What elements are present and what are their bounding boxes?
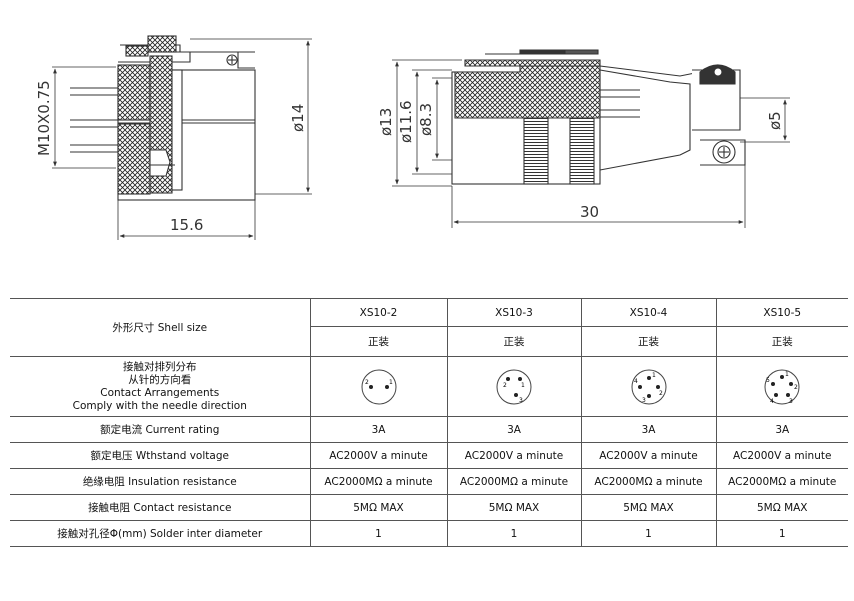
model-cell: XS10-2 <box>309 298 448 327</box>
value-cell: 3A <box>309 416 448 443</box>
value-cell: AC2000V a minute <box>309 442 448 469</box>
value-cell: 1 <box>446 520 582 547</box>
dim-dia5-text: ø5 <box>766 111 784 130</box>
value-cell: AC2000V a minute <box>580 442 717 469</box>
right-connector-view <box>392 49 790 228</box>
value-cell: AC2000V a minute <box>715 442 848 469</box>
pin-number: 1 <box>389 379 393 386</box>
pin-layout-cell: 1 2 3 <box>446 356 582 417</box>
connector-drawing: M10X0.75 15.6 ø14 <box>35 35 790 240</box>
value-cell: 5MΩ MAX <box>580 494 717 521</box>
pin-layout-5-diagram: 1 2 3 4 5 <box>764 369 800 405</box>
mount-cell: 正装 <box>715 326 848 357</box>
dim-dia13-text: ø13 <box>377 108 395 136</box>
pin-layout-cell: 1 2 <box>309 356 448 417</box>
mount-cell: 正装 <box>580 326 717 357</box>
pin-number: 1 <box>521 382 525 389</box>
table-row: 接触对孔径Φ(mm) Solder inter diameter 1 1 1 1 <box>10 520 848 547</box>
dim-thread-text: M10X0.75 <box>35 80 53 156</box>
table-row: 接触对排列分布 从针的方向看 Contact Arrangements Comp… <box>10 356 848 417</box>
value-cell: AC2000MΩ a minute <box>446 468 582 495</box>
shell-size-label: 外形尺寸 Shell size <box>10 298 311 357</box>
model-cell: XS10-3 <box>446 298 582 327</box>
pin-number: 2 <box>503 382 507 389</box>
table-row: 绝缘电阻 Insulation resistance AC2000MΩ a mi… <box>10 468 848 495</box>
pin-number: 2 <box>365 379 369 386</box>
dim-length-left-text: 15.6 <box>170 216 203 234</box>
value-cell: 1 <box>580 520 717 547</box>
dim-length-30-text: 30 <box>580 203 599 221</box>
value-cell: 3A <box>446 416 582 443</box>
contact-arrangement-label: 接触对排列分布 从针的方向看 Contact Arrangements Comp… <box>10 356 311 417</box>
value-cell: AC2000MΩ a minute <box>715 468 848 495</box>
value-cell: AC2000MΩ a minute <box>309 468 448 495</box>
dim-dia8-3-text: ø8.3 <box>417 103 435 136</box>
dim-dia14-text: ø14 <box>289 104 307 132</box>
pin-layout-3-diagram: 1 2 3 <box>496 369 532 404</box>
value-cell: 1 <box>715 520 848 547</box>
pin-number: 1 <box>785 371 789 378</box>
mount-cell: 正装 <box>446 326 582 357</box>
value-cell: 5MΩ MAX <box>309 494 448 521</box>
pin-number: 5 <box>766 377 770 384</box>
row-label: 额定电压 Wthstand voltage <box>10 442 311 469</box>
pin-layout-4-diagram: 1 2 3 4 <box>631 369 666 404</box>
value-cell: AC2000MΩ a minute <box>580 468 717 495</box>
left-connector-view <box>52 35 312 240</box>
contact-label-line: 从针的方向看 <box>128 373 192 386</box>
table-row: 接触电阻 Contact resistance 5MΩ MAX 5MΩ MAX … <box>10 494 848 521</box>
value-cell: 5MΩ MAX <box>715 494 848 521</box>
value-cell: 3A <box>715 416 848 443</box>
row-label: 额定电流 Current rating <box>10 416 311 443</box>
contact-label-line: Comply with the needle direction <box>72 399 247 412</box>
pin-number: 4 <box>634 378 638 385</box>
model-cell: XS10-4 <box>580 298 717 327</box>
pin-number: 4 <box>770 398 774 405</box>
pin-number: 2 <box>659 390 663 397</box>
table-row: 外形尺寸 Shell size XS10-2 XS10-3 XS10-4 XS1… <box>10 298 848 357</box>
mount-cell: 正装 <box>309 326 448 357</box>
value-cell: AC2000V a minute <box>446 442 582 469</box>
pin-layout-cell: 1 2 3 4 <box>580 356 717 417</box>
pin-number: 1 <box>652 372 656 379</box>
value-cell: 1 <box>309 520 448 547</box>
value-cell: 3A <box>580 416 717 443</box>
model-cell: XS10-5 <box>715 298 848 327</box>
contact-label-line: Contact Arrangements <box>100 386 220 399</box>
pin-layout-2-diagram: 1 2 <box>361 369 396 404</box>
pin-number: 2 <box>794 384 798 391</box>
table-row: 额定电压 Wthstand voltage AC2000V a minute A… <box>10 442 848 469</box>
pin-number: 3 <box>642 397 646 404</box>
value-cell: 5MΩ MAX <box>446 494 582 521</box>
spec-table: 外形尺寸 Shell size XS10-2 XS10-3 XS10-4 XS1… <box>10 298 848 547</box>
dim-dia11-6-text: ø11.6 <box>397 100 415 143</box>
pin-layout-cell: 1 2 3 4 5 <box>715 356 848 417</box>
table-row: 额定电流 Current rating 3A 3A 3A 3A <box>10 416 848 443</box>
row-label: 接触电阻 Contact resistance <box>10 494 311 521</box>
table-row: 正装 正装 正装 正装 <box>10 326 848 357</box>
row-label: 接触对孔径Φ(mm) Solder inter diameter <box>10 520 311 547</box>
pin-number: 3 <box>789 398 793 405</box>
pin-number: 3 <box>519 397 523 404</box>
row-label: 绝缘电阻 Insulation resistance <box>10 468 311 495</box>
contact-label-line: 接触对排列分布 <box>123 360 197 373</box>
